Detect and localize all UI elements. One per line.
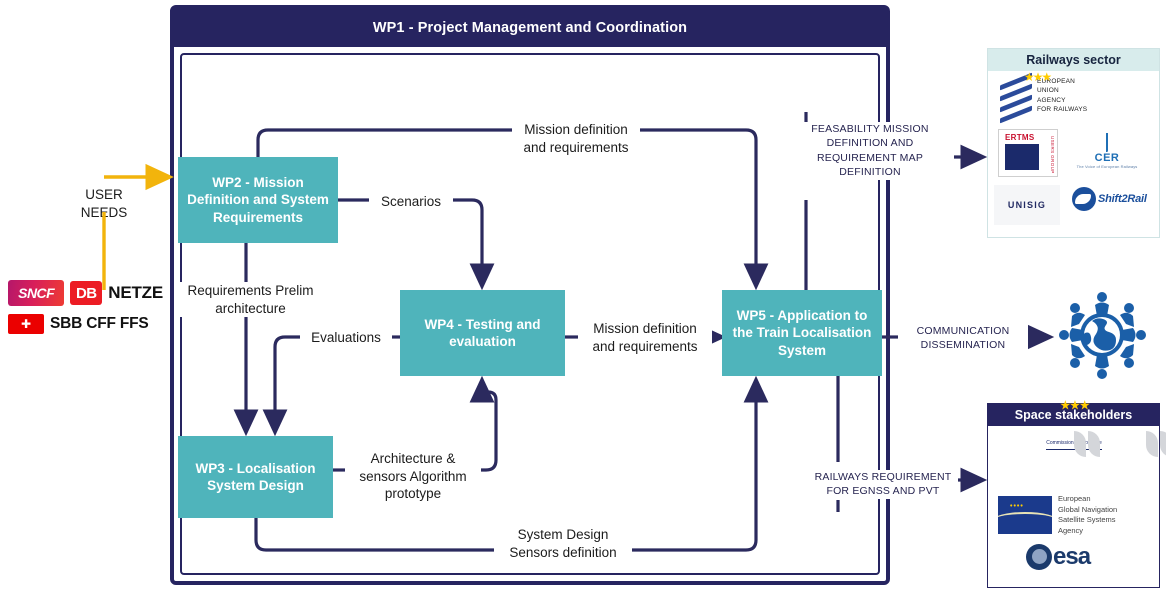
era-text-block: ★★★ EUROPEAN UNION AGENCY FOR RAILWAYS (1023, 70, 1088, 114)
gsa-text-block: European Global Navigation Satellite Sys… (1058, 494, 1117, 537)
wp2-box[interactable]: WP2 - Mission Definition and System Requ… (178, 157, 338, 243)
gsa-line-4: Agency (1058, 525, 1084, 535)
db-logo: DB (70, 281, 103, 305)
era-line-1: EUROPEAN (1037, 78, 1076, 85)
label-scenarios: Scenarios (369, 193, 453, 211)
label-communication-dissemination: COMMUNICATION DISSEMINATION (898, 324, 1028, 353)
netze-label: NETZE (108, 283, 163, 302)
space-stakeholders-logos: ★★★ Commission européenne •••• European … (988, 399, 1166, 587)
ertms-users-group-label: USERS GROUP (1050, 136, 1055, 174)
label-feasability-output: FEASABILITY MISSION DEFINITION AND REQUI… (786, 122, 954, 180)
era-line-2: UNION (1037, 87, 1059, 95)
shift2rail-tail: Rail (1127, 193, 1147, 205)
era-line-3: AGENCY (1037, 96, 1066, 104)
railways-sector-panel: Railways sector ★★★ EUROPEAN UNION AGENC… (987, 48, 1160, 238)
european-commission-logo: ★★★ Commission européenne (1024, 399, 1166, 457)
shift2rail-accent: 2 (1121, 193, 1128, 205)
gsa-flag-icon: •••• (998, 496, 1052, 535)
operator-logos: SNCF DB NETZE ✚ SBB CFF FFS (8, 280, 163, 334)
label-architecture-sensors: Architecture & sensors Algorithm prototy… (345, 450, 481, 503)
gsa-line-2: Global Navigation (1058, 504, 1118, 514)
label-evaluations: Evaluations (300, 329, 392, 347)
railways-sector-title: Railways sector (988, 49, 1159, 71)
cer-tagline: The Voice of European Railways (1076, 164, 1138, 169)
esa-logo: esa (1026, 543, 1091, 570)
sbb-label: SBB CFF FFS (50, 315, 149, 332)
logo-row-sncf-db: SNCF DB NETZE (8, 280, 163, 306)
ertms-logo: ERTMS USERS GROUP (998, 129, 1058, 177)
wp3-box[interactable]: WP3 - Localisation System Design (178, 436, 333, 518)
label-mission-definition-top: Mission definition and requirements (512, 121, 640, 157)
label-user-needs: USER NEEDS (80, 187, 128, 220)
era-logo: ★★★ EUROPEAN UNION AGENCY FOR RAILWAYS (1000, 70, 1088, 124)
space-stakeholders-panel: Space stakeholders ★★★ Commission europé… (987, 399, 1166, 588)
era-line-4: FOR RAILWAYS (1037, 106, 1088, 114)
shift2rail-text: Shift (1098, 193, 1122, 205)
globe-people-icon (1059, 292, 1146, 379)
ertms-mark-icon (1005, 144, 1039, 170)
wp5-box[interactable]: WP5 - Application to the Train Localisat… (722, 290, 882, 376)
wp4-box[interactable]: WP4 - Testing and evaluation (400, 290, 565, 376)
gsa-line-1: European (1058, 494, 1091, 503)
label-mission-definition-mid: Mission definition and requirements (578, 320, 712, 356)
wp1-title: WP1 - Project Management and Coordinatio… (174, 9, 886, 47)
label-railways-requirement: RAILWAYS REQUIREMENT FOR EGNSS AND PVT (808, 470, 958, 499)
label-system-design-sensors: System Design Sensors definition (494, 526, 632, 562)
sncf-logo: SNCF (8, 280, 65, 306)
logo-row-sbb: ✚ SBB CFF FFS (8, 314, 163, 334)
ertms-label: ERTMS (1005, 133, 1035, 142)
sbb-logo-mark: ✚ (8, 314, 44, 334)
gsa-line-3: Satellite Systems (1058, 515, 1116, 525)
esa-label: esa (1053, 543, 1091, 570)
unisig-logo: UNISIG (994, 185, 1060, 225)
esa-globe-icon (1026, 544, 1052, 570)
shift2rail-disc-icon (1072, 187, 1096, 211)
gsa-logo: •••• European Global Navigation Satellit… (998, 494, 1117, 537)
label-requirements-prelim-architecture: Requirements Prelim architecture (180, 282, 321, 318)
space-stakeholders-title: Space stakeholders (988, 404, 1159, 426)
railways-sector-logos: ★★★ EUROPEAN UNION AGENCY FOR RAILWAYS E… (988, 71, 1159, 237)
shift2rail-label: Shift2Rail (1098, 193, 1147, 205)
shift2rail-logo: Shift2Rail (1072, 187, 1147, 211)
cer-swoosh-icon (1106, 133, 1108, 152)
cer-label: CER (1094, 152, 1120, 164)
cer-logo: CER The Voice of European Railways (1068, 133, 1146, 169)
